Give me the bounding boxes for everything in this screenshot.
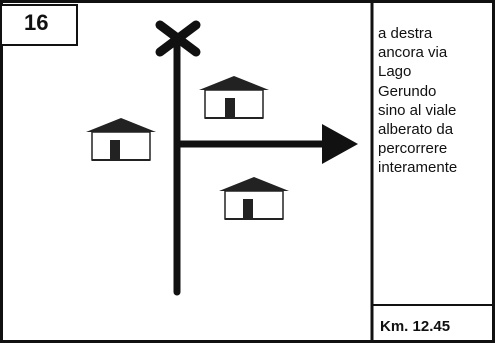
instruction-line: alberato da (378, 121, 454, 139)
house-icon (86, 118, 156, 161)
instruction-line: Gerundo (378, 82, 437, 100)
house-icon (199, 76, 269, 119)
cross-mark-icon (155, 20, 201, 57)
instruction-line: interamente (378, 159, 458, 177)
instruction-line: ancora via (378, 44, 448, 62)
house-icon (219, 177, 289, 220)
instruction-line: sino al viale (378, 101, 457, 119)
instruction-line: a destra (378, 25, 433, 42)
instruction-text: a destra ancora via Lago Gerundo sino al… (378, 24, 492, 178)
instruction-line: Lago (378, 63, 412, 81)
distance-label: Km. 12.45 (380, 318, 451, 335)
turn-right-arrow-icon (322, 124, 358, 164)
instruction-line: percorrere (378, 140, 448, 158)
step-number: 16 (24, 10, 49, 35)
step-number-box: 16 (2, 4, 78, 46)
